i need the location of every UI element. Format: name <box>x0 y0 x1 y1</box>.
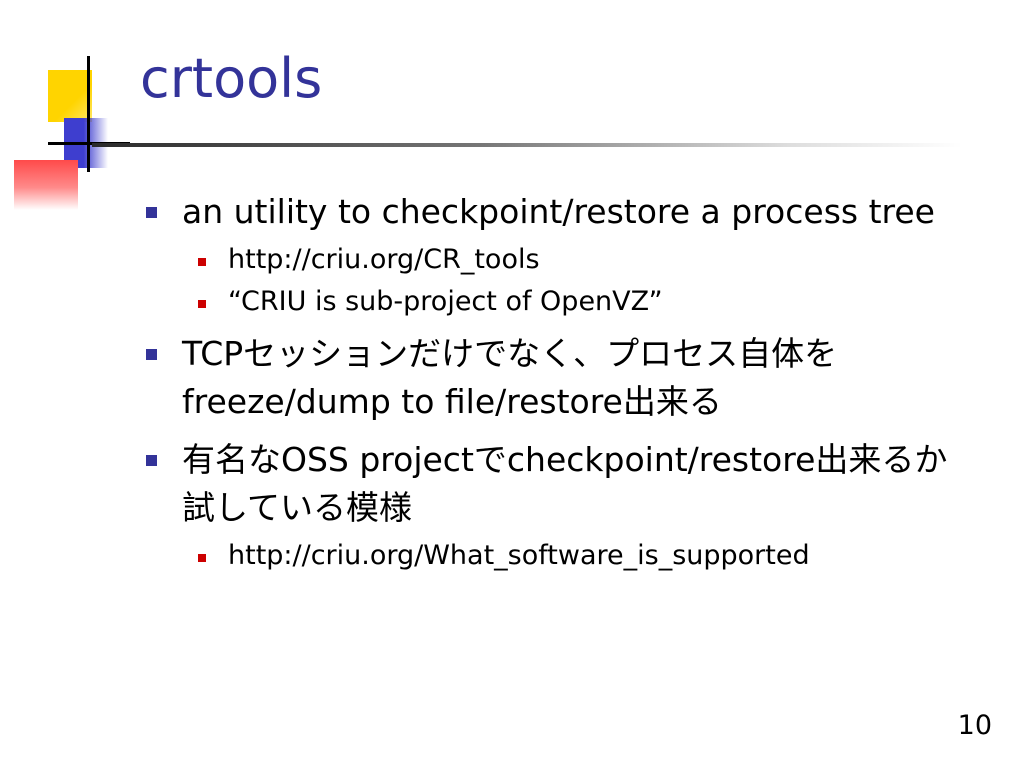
sub-bullet-list: http://criu.org/What_software_is_support… <box>182 538 964 574</box>
sub-bullet-text: http://criu.org/CR_tools <box>228 244 540 275</box>
corner-deco-vertical-line <box>87 56 90 172</box>
small-square-bullet-icon <box>198 300 206 308</box>
corner-deco-horizontal-line <box>48 142 130 145</box>
title-underline-rule <box>92 143 962 147</box>
corner-deco-red-square <box>14 160 78 210</box>
sub-bullet-text: http://criu.org/What_software_is_support… <box>228 540 810 571</box>
bullet-item: TCPセッションだけでなく、プロセス自体をfreeze/dump to file… <box>144 330 964 426</box>
square-bullet-icon <box>146 455 157 466</box>
corner-deco-yellow-square <box>48 70 92 122</box>
slide-title: crtools <box>140 47 323 110</box>
sub-bullet-item: http://criu.org/CR_tools <box>182 242 964 278</box>
sub-bullet-list: http://criu.org/CR_tools “CRIU is sub-pr… <box>182 242 964 320</box>
bullet-item: 有名なOSS projectでcheckpoint/restore出来るか試して… <box>144 436 964 574</box>
bullet-text: an utility to checkpoint/restore a proce… <box>182 192 935 231</box>
sub-bullet-text: “CRIU is sub-project of OpenVZ” <box>228 286 663 317</box>
square-bullet-icon <box>146 207 157 218</box>
sub-bullet-item: “CRIU is sub-project of OpenVZ” <box>182 284 964 320</box>
sub-bullet-item: http://criu.org/What_software_is_support… <box>182 538 964 574</box>
bullet-list: an utility to checkpoint/restore a proce… <box>144 188 964 584</box>
page-number: 10 <box>957 710 992 741</box>
bullet-text: TCPセッションだけでなく、プロセス自体をfreeze/dump to file… <box>182 334 838 421</box>
square-bullet-icon <box>146 349 157 360</box>
bullet-item: an utility to checkpoint/restore a proce… <box>144 188 964 320</box>
small-square-bullet-icon <box>198 554 206 562</box>
bullet-text: 有名なOSS projectでcheckpoint/restore出来るか試して… <box>182 440 948 527</box>
small-square-bullet-icon <box>198 258 206 266</box>
